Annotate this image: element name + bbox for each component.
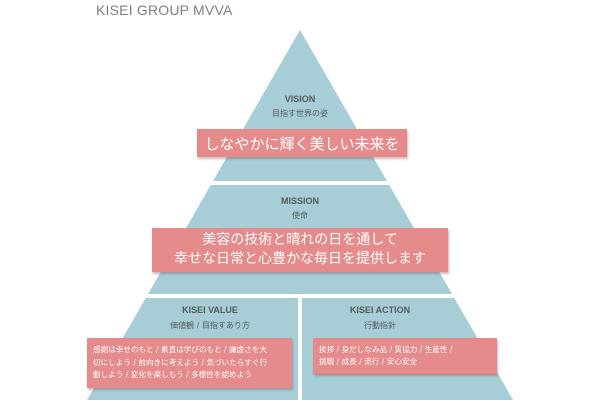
mission-banner: 美容の技術と晴れの日を通して 幸せな日常と心豊かな毎日を提供します [152, 228, 448, 272]
value-subtitle: 価値観 / 目指すあり方 [170, 321, 250, 330]
mission-line-2: 幸せな日常と心豊かな毎日を提供します [174, 251, 426, 267]
pyramid-shape [87, 30, 513, 400]
action-line-1: 挨拶 / 身だしなみ品 / 質協力 / 生産性 / [319, 344, 453, 354]
action-title: KISEI ACTION [349, 305, 411, 315]
page-title: KISEI GROUP MVVA [96, 2, 233, 18]
mission-title: MISSION [280, 196, 319, 206]
action-box: 挨拶 / 身だしなみ品 / 質協力 / 生産性 / 挑戦 / 成長 / 流行 /… [313, 338, 497, 374]
vision-statement: しなやかに輝く美しい未来を [204, 134, 400, 153]
value-title: KISEI VALUE [182, 305, 238, 315]
vision-title: VISION [284, 94, 316, 104]
mission-line-1: 美容の技術と晴れの日を通して [202, 232, 398, 248]
action-subtitle: 行動指針 [364, 321, 396, 330]
value-line-2: 切にしよう / 前向きに考えよう / 気づいたらすぐ行 [93, 357, 268, 367]
value-line-3: 動しよう / 変化を楽しもう / 多様性を認めよう [93, 370, 252, 380]
value-box: 感謝は幸せのもと / 素直は学びのもと / 謙虚さを大 切にしよう / 前向きに… [87, 338, 292, 388]
value-line-1: 感謝は幸せのもと / 素直は学びのもと / 謙虚さを大 [93, 345, 267, 355]
action-line-2: 挑戦 / 成長 / 流行 / 安心安全 [319, 357, 418, 366]
vision-subtitle: 目指す世界の姿 [272, 109, 328, 118]
vision-banner: しなやかに輝く美しい未来を [197, 129, 407, 157]
mission-subtitle: 使命 [292, 211, 308, 220]
